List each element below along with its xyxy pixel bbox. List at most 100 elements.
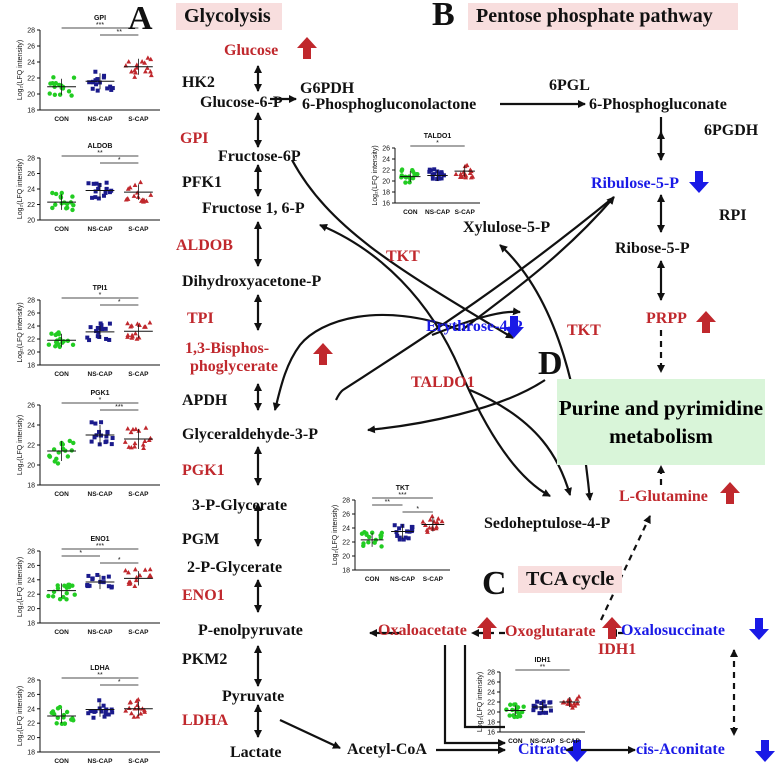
plot-title: TALDO1 [424, 133, 452, 140]
y-tick-label: 22 [27, 592, 35, 599]
x-category-label: NS-CAP [88, 116, 114, 123]
data-point [87, 80, 92, 85]
data-point [144, 65, 150, 70]
data-point [512, 714, 517, 720]
data-point [67, 438, 73, 444]
data-point [94, 82, 99, 87]
data-point [432, 167, 437, 172]
data-point [103, 712, 108, 717]
data-point [139, 59, 145, 64]
data-point [109, 87, 114, 92]
fructose16p-label: Fructose 1, 6-P [202, 200, 305, 217]
data-point [458, 174, 464, 179]
x-category-label: S-CAP [128, 371, 149, 378]
data-point [439, 171, 444, 176]
data-point [138, 179, 143, 185]
plot-title: ALDOB [88, 143, 113, 150]
data-point [548, 700, 553, 705]
y-tick-label: 22 [382, 168, 390, 175]
data-point [55, 706, 61, 711]
data-point [544, 710, 549, 715]
data-point [104, 180, 109, 185]
data-point [148, 69, 153, 74]
phosphogluconate-label: 6-Phosphogluconate [589, 96, 727, 113]
x-category-label: CON [54, 758, 69, 765]
sedoheptulose-label: Sedoheptulose-4-P [484, 515, 611, 532]
data-point [103, 326, 108, 331]
data-point [468, 174, 474, 180]
data-point [64, 591, 69, 596]
data-point [71, 718, 76, 723]
data-point [52, 711, 57, 717]
pep-label: P-enolpyruvate [198, 622, 303, 639]
y-tick-label: 24 [27, 60, 35, 67]
pyruvate-label: Pyruvate [222, 688, 285, 705]
data-point [508, 702, 513, 707]
data-point [64, 201, 70, 207]
data-point [92, 709, 97, 714]
data-point [90, 86, 95, 91]
aldob-label: ALDOB [176, 237, 233, 254]
data-point [504, 707, 509, 712]
data-point [432, 172, 437, 177]
data-point [425, 529, 430, 534]
data-point [572, 703, 578, 708]
data-point [145, 55, 151, 60]
data-point [126, 444, 132, 449]
data-point [99, 709, 104, 714]
bpg-up-arrow [313, 343, 333, 365]
y-tick-label: 16 [487, 730, 495, 737]
data-point [106, 584, 111, 589]
data-point [99, 433, 104, 438]
x-category-label: S-CAP [423, 576, 444, 583]
data-point [91, 79, 96, 84]
data-point [110, 436, 115, 441]
bpg-label-line1: 1,3-Bisphos- [185, 340, 270, 357]
data-point [97, 429, 102, 434]
data-point [127, 580, 133, 586]
data-point [97, 698, 102, 703]
y-axis-label: Log₂(LFQ intensity) [372, 145, 379, 205]
y-tick-label: 20 [342, 554, 350, 561]
oxoglutarate-label: Oxoglutarate [505, 623, 596, 640]
data-point [128, 429, 134, 435]
glucose6p-label: Glucose-6-P [200, 94, 283, 111]
y-axis-label: Log₂(LFQ intensity) [17, 415, 24, 475]
data-point [71, 440, 76, 446]
bpg-label-line2: phoglycerate [190, 358, 278, 375]
data-point [135, 702, 140, 708]
data-point [65, 338, 71, 344]
panel-letter-b: B [432, 0, 455, 33]
data-point [531, 708, 536, 713]
sig-label: * [99, 292, 102, 299]
data-point [95, 77, 100, 82]
data-point [437, 171, 442, 176]
data-point [95, 334, 100, 339]
data-point [439, 176, 444, 181]
data-point [458, 171, 464, 176]
data-point [141, 445, 146, 451]
data-point [110, 710, 115, 715]
data-point [89, 420, 94, 425]
data-point [359, 531, 365, 536]
tpi-label: TPI [187, 310, 214, 327]
y-tick-label: 28 [487, 670, 495, 677]
data-point [46, 342, 52, 347]
data-point [366, 540, 371, 545]
sig-label: * [436, 140, 439, 147]
lglutamine-label: L-Glutamine [619, 488, 708, 505]
data-point [102, 714, 107, 719]
sig-label: * [118, 557, 121, 564]
data-point [108, 84, 113, 89]
y-axis-label: Log₂(LFQ intensity) [17, 159, 24, 219]
data-point [55, 715, 60, 720]
y-tick-label: 22 [27, 443, 35, 450]
idh1-label: IDH1 [598, 641, 637, 658]
data-point [132, 444, 138, 449]
data-point [50, 594, 56, 599]
data-point [379, 544, 384, 549]
data-point [132, 74, 138, 79]
plot-title: TKT [396, 485, 410, 492]
